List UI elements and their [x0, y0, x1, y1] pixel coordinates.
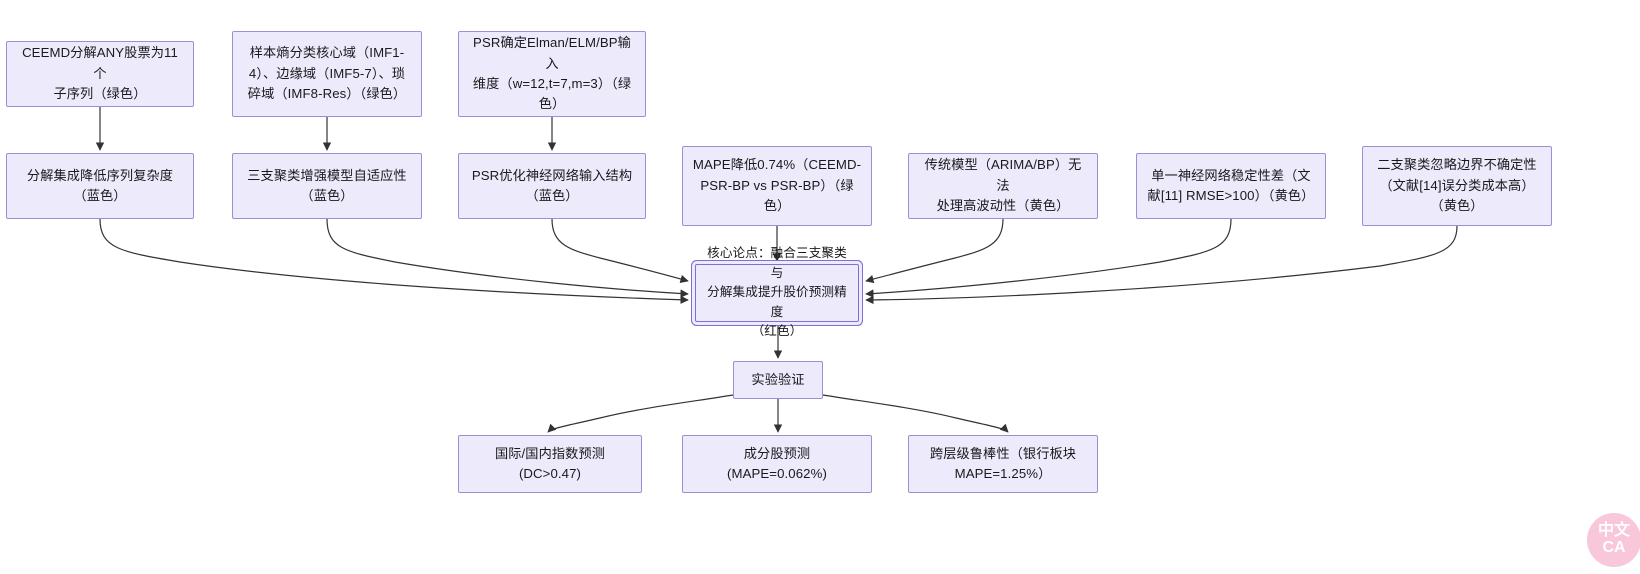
node-mape-improvement[interactable]: MAPE降低0.74%（CEEMD- PSR-BP vs PSR-BP）（绿 色…	[682, 146, 872, 226]
edge-s7-core	[865, 225, 1458, 305]
edge-exp-r3	[822, 394, 1009, 433]
node-result-index-prediction[interactable]: 国际/国内指数预测 (DC>0.47)	[458, 435, 642, 493]
edge-s5-core	[865, 218, 1004, 284]
edge-s3-core	[551, 218, 689, 284]
node-sample-entropy-classification[interactable]: 样本熵分类核心域（IMF1- 4）、边缘域（IMF5-7）、琐 碎域（IMF8-…	[232, 31, 422, 117]
node-traditional-model-limitation[interactable]: 传统模型（ARIMA/BP）无法 处理高波动性（黄色）	[908, 153, 1098, 219]
node-core-thesis[interactable]: 核心论点：融合三支聚类与 分解集成提升股价预测精度 （红色）	[695, 246, 859, 338]
watermark-badge: 中文 CA	[1587, 513, 1640, 567]
edge-s1-core	[99, 218, 689, 304]
node-experimental-validation[interactable]: 实验验证	[733, 361, 823, 399]
node-psr-input-dimension[interactable]: PSR确定Elman/ELM/BP输入 维度（w=12,t=7,m=3）（绿 色…	[458, 31, 646, 117]
node-ceemd-decomposition[interactable]: CEEMD分解ANY股票为11个 子序列（绿色）	[6, 41, 194, 107]
edge-exp-r1	[547, 394, 734, 433]
edge-s6-core	[865, 218, 1232, 298]
node-two-way-clustering-boundary[interactable]: 二支聚类忽略边界不确定性 （文献[14]误分类成本高） （黄色）	[1362, 146, 1552, 226]
node-decomposition-reduces-complexity[interactable]: 分解集成降低序列复杂度 （蓝色）	[6, 153, 194, 219]
node-result-constituent-stock[interactable]: 成分股预测 (MAPE=0.062%)	[682, 435, 872, 493]
node-three-way-clustering-adaptivity[interactable]: 三支聚类增强模型自适应性 （蓝色）	[232, 153, 422, 219]
node-result-cross-level-robustness[interactable]: 跨层级鲁棒性（银行板块 MAPE=1.25%）	[908, 435, 1098, 493]
node-single-network-instability[interactable]: 单一神经网络稳定性差（文 献[11] RMSE>100）（黄色）	[1136, 153, 1326, 219]
node-psr-optimizes-input-structure[interactable]: PSR优化神经网络输入结构 （蓝色）	[458, 153, 646, 219]
edge-s2-core	[326, 218, 689, 298]
